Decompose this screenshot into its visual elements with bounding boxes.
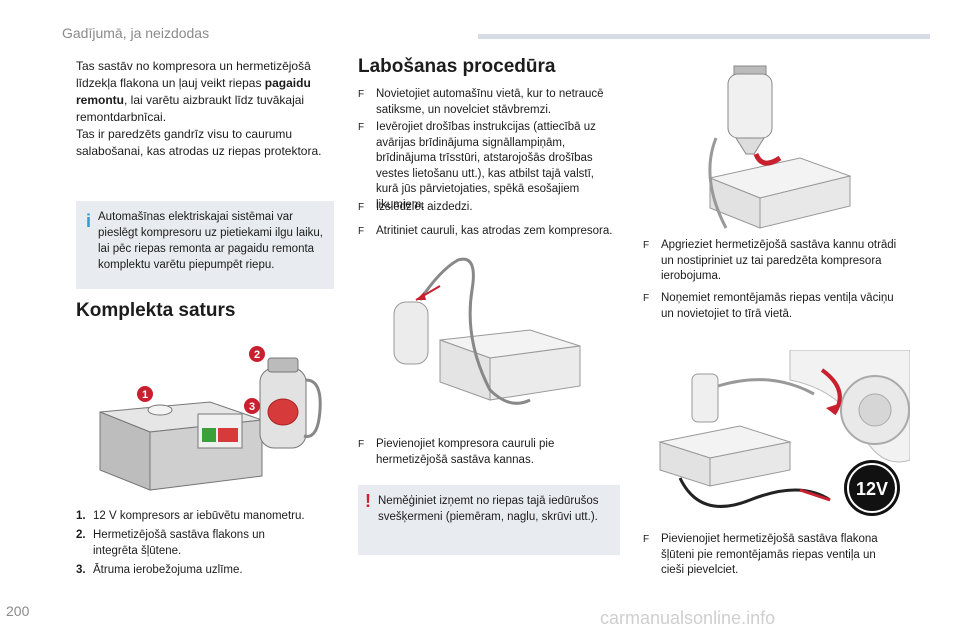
header-bar: [478, 34, 930, 39]
list-item: 3.Ātruma ierobežojuma uzlīme.: [76, 564, 243, 576]
step-item: F Atritiniet cauruli, kas atrodas zem ko…: [358, 224, 620, 240]
page-number: 200: [6, 603, 30, 619]
12v-socket-icon: 12V: [844, 460, 900, 516]
warning-note: ! Neměģiniet izņemt no riepas tajā iedūr…: [358, 485, 620, 555]
svg-text:12V: 12V: [856, 479, 888, 499]
step-item: F Noņemiet remontējamās riepas ventiļa v…: [643, 292, 894, 320]
svg-text:3: 3: [249, 401, 255, 413]
bullet-icon: F: [643, 534, 650, 545]
bullet-icon: F: [358, 226, 365, 237]
wheel-connection-illustration: 12V: [640, 350, 910, 525]
list-item: 2.Hermetizējošā sastāva flakons un integ…: [76, 529, 265, 557]
list-item: 1.12 V kompresors ar iebūvētu manometru.: [76, 510, 305, 522]
callout-2: 2: [249, 346, 265, 362]
bullet-icon: F: [358, 439, 365, 450]
info-icon: i: [86, 211, 92, 231]
bottle-mount-illustration: [708, 65, 852, 229]
hose-illustration: [393, 257, 581, 405]
svg-text:2: 2: [254, 349, 260, 361]
info-note-text: Automašīnas elektriskajai sistēmai var p…: [98, 211, 323, 271]
kit-section-title: Komplekta saturs: [76, 300, 236, 321]
info-note: i Automašīnas elektriskajai sistēmai var…: [76, 201, 334, 289]
warning-icon: !: [365, 491, 371, 511]
step-item: F Izslēdziet aizdedzi.: [358, 200, 616, 216]
callout-1: 1: [137, 386, 153, 402]
kit-illustration: 1 2 3: [99, 346, 322, 491]
bullet-icon: F: [358, 122, 365, 133]
watermark: carmanualsonline.info: [600, 608, 776, 628]
step-item: F Pievienojiet hermetizējošā sastāva fla…: [643, 533, 878, 576]
step-item: F Pievienojiet kompresora cauruli pie he…: [358, 438, 555, 466]
bullet-icon: F: [643, 293, 650, 304]
callout-3: 3: [244, 398, 260, 414]
warning-note-text: Neměģiniet izņemt no riepas tajā iedūruš…: [378, 495, 599, 523]
step-item: F Ievērojiet drošības instrukcijas (atti…: [358, 121, 596, 211]
bullet-icon: F: [643, 240, 650, 251]
svg-text:1: 1: [142, 389, 148, 401]
procedure-title: Labošanas procedūra: [358, 56, 556, 77]
bullet-icon: F: [358, 89, 365, 100]
step-item: F Apgrieziet hermetizējošā sastāva kannu…: [643, 239, 897, 282]
bullet-icon: F: [358, 202, 365, 213]
step-item: F Novietojiet automašīnu vietā, kur to n…: [358, 88, 604, 116]
running-header: Gadījumā, ja neizdodas: [62, 25, 210, 41]
intro-paragraph: Tas sastāv no kompresora un hermetizējoš…: [76, 59, 322, 158]
